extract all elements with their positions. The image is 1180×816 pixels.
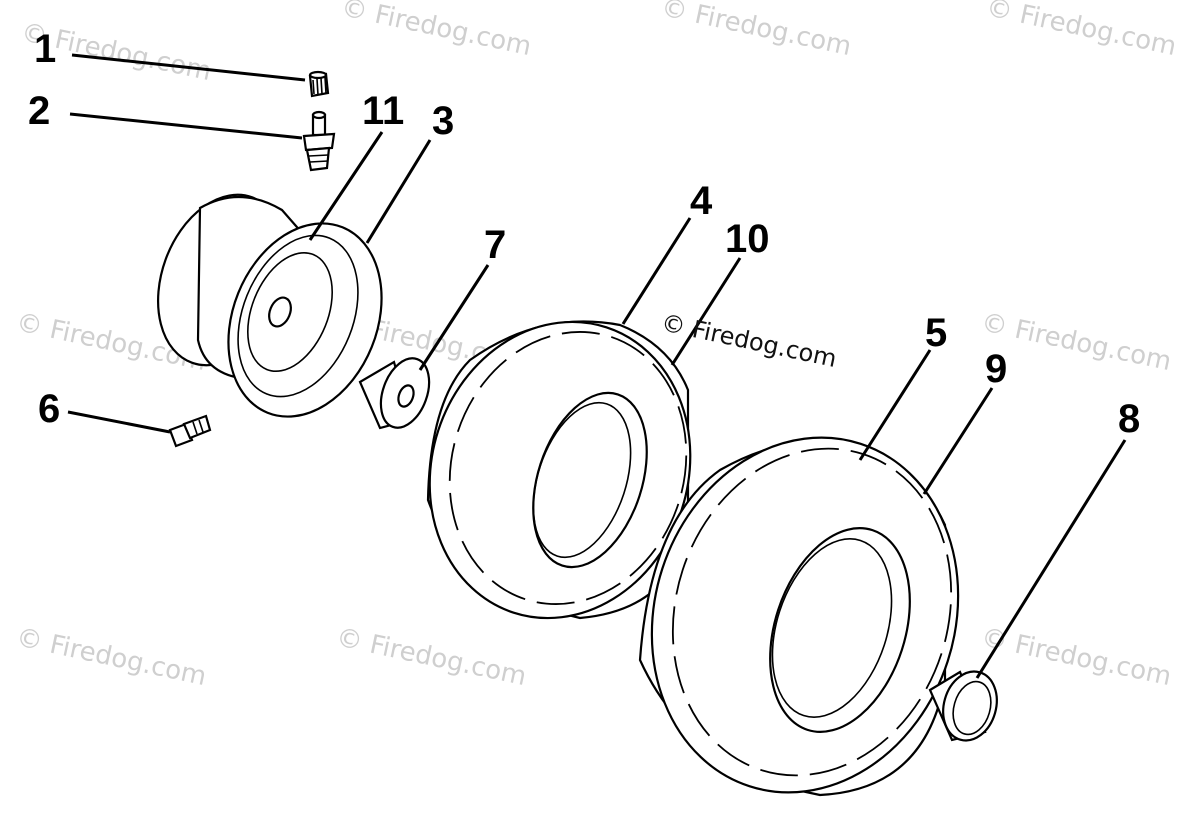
leader-line-8 xyxy=(975,439,1127,679)
callout-10: 10 xyxy=(725,217,770,261)
callout-11: 11 xyxy=(362,89,404,133)
leader-line-4 xyxy=(621,217,692,325)
leader-line-6 xyxy=(67,410,171,434)
part-rear-tire[interactable] xyxy=(607,397,1004,816)
callout-4: 4 xyxy=(690,179,713,223)
watermark: © Firedog.com xyxy=(334,623,529,693)
leader-line-3 xyxy=(365,139,432,244)
center-watermark: © Firedog.com xyxy=(659,308,839,373)
leader-line-10 xyxy=(670,257,742,366)
part-valve-stem[interactable] xyxy=(302,110,336,172)
callout-9: 9 xyxy=(985,347,1007,391)
part-valve-cap[interactable] xyxy=(308,70,330,98)
callout-6: 6 xyxy=(38,387,60,431)
leader-line-1 xyxy=(71,53,306,82)
part-bushing[interactable] xyxy=(358,352,438,435)
watermark: © Firedog.com xyxy=(979,623,1174,693)
callout-3: 3 xyxy=(432,99,454,143)
leader-line-9 xyxy=(922,387,994,495)
part-front-tire[interactable] xyxy=(392,288,728,652)
part-wheel-rim[interactable] xyxy=(136,177,410,440)
leader-line-7 xyxy=(418,264,490,371)
watermark: © Firedog.com xyxy=(984,0,1179,62)
callout-labels: 1 2 11 3 6 7 4 10 5 9 8 xyxy=(28,27,1140,441)
callout-1: 1 xyxy=(34,27,56,71)
leader-line-2 xyxy=(69,112,303,140)
callout-8: 8 xyxy=(1118,397,1140,441)
watermark: © Firedog.com xyxy=(979,308,1174,378)
watermark: © Firedog.com xyxy=(14,623,209,693)
callout-7: 7 xyxy=(484,223,506,267)
watermark: © Firedog.com xyxy=(659,0,854,62)
leader-lines xyxy=(67,53,1127,679)
part-grease-fitting[interactable] xyxy=(168,414,212,448)
leader-line-11 xyxy=(308,131,384,241)
callout-2: 2 xyxy=(28,89,50,133)
watermark: © Firedog.com xyxy=(339,0,534,62)
callout-5: 5 xyxy=(925,311,947,355)
leader-line-5 xyxy=(858,349,932,461)
